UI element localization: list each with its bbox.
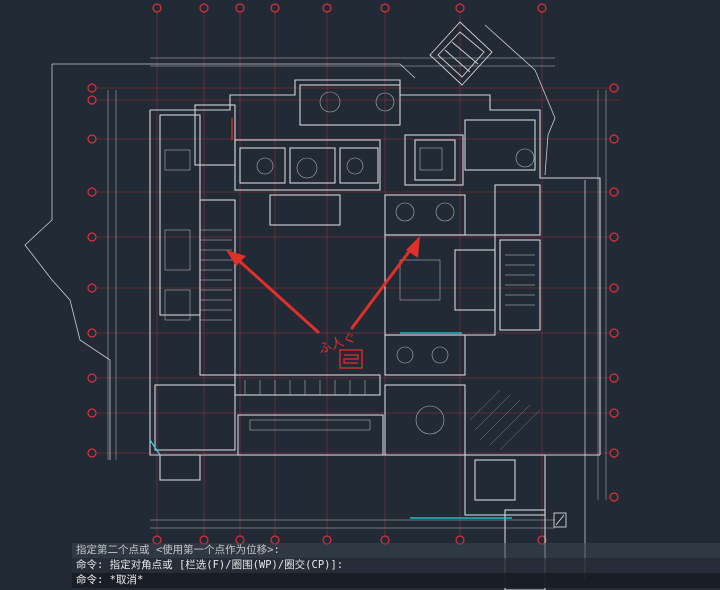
red-stair-marker: [231, 118, 363, 369]
grid-bubbles: [87, 3, 619, 545]
command-history-line-2: 命令: 指定对角点或 [栏选(F)/圈围(WP)/圈交(CP)]:: [72, 558, 720, 573]
command-history-line-1: 指定第二个点或 <使用第一个点作为位移>:: [72, 543, 720, 558]
furniture: [164, 91, 535, 435]
dimension-lines: [107, 57, 607, 529]
north-marker: [553, 512, 567, 528]
site-boundary: [24, 24, 586, 580]
annotation-text: ふ人ぐ: [317, 330, 359, 357]
stair-wing: [429, 21, 493, 86]
building-walls: [149, 79, 601, 590]
grid-axis-lines: [92, 8, 620, 540]
command-line-window[interactable]: 指定第二个点或 <使用第一个点作为位移>: 命令: 指定对角点或 [栏选(F)/…: [72, 543, 720, 590]
annotation-arrows: [226, 236, 420, 334]
hatched-zone: [469, 389, 541, 451]
command-history-line-3: 命令: *取消*: [72, 573, 720, 588]
stair-treads: [200, 229, 535, 395]
cyan-accents: [149, 332, 512, 519]
